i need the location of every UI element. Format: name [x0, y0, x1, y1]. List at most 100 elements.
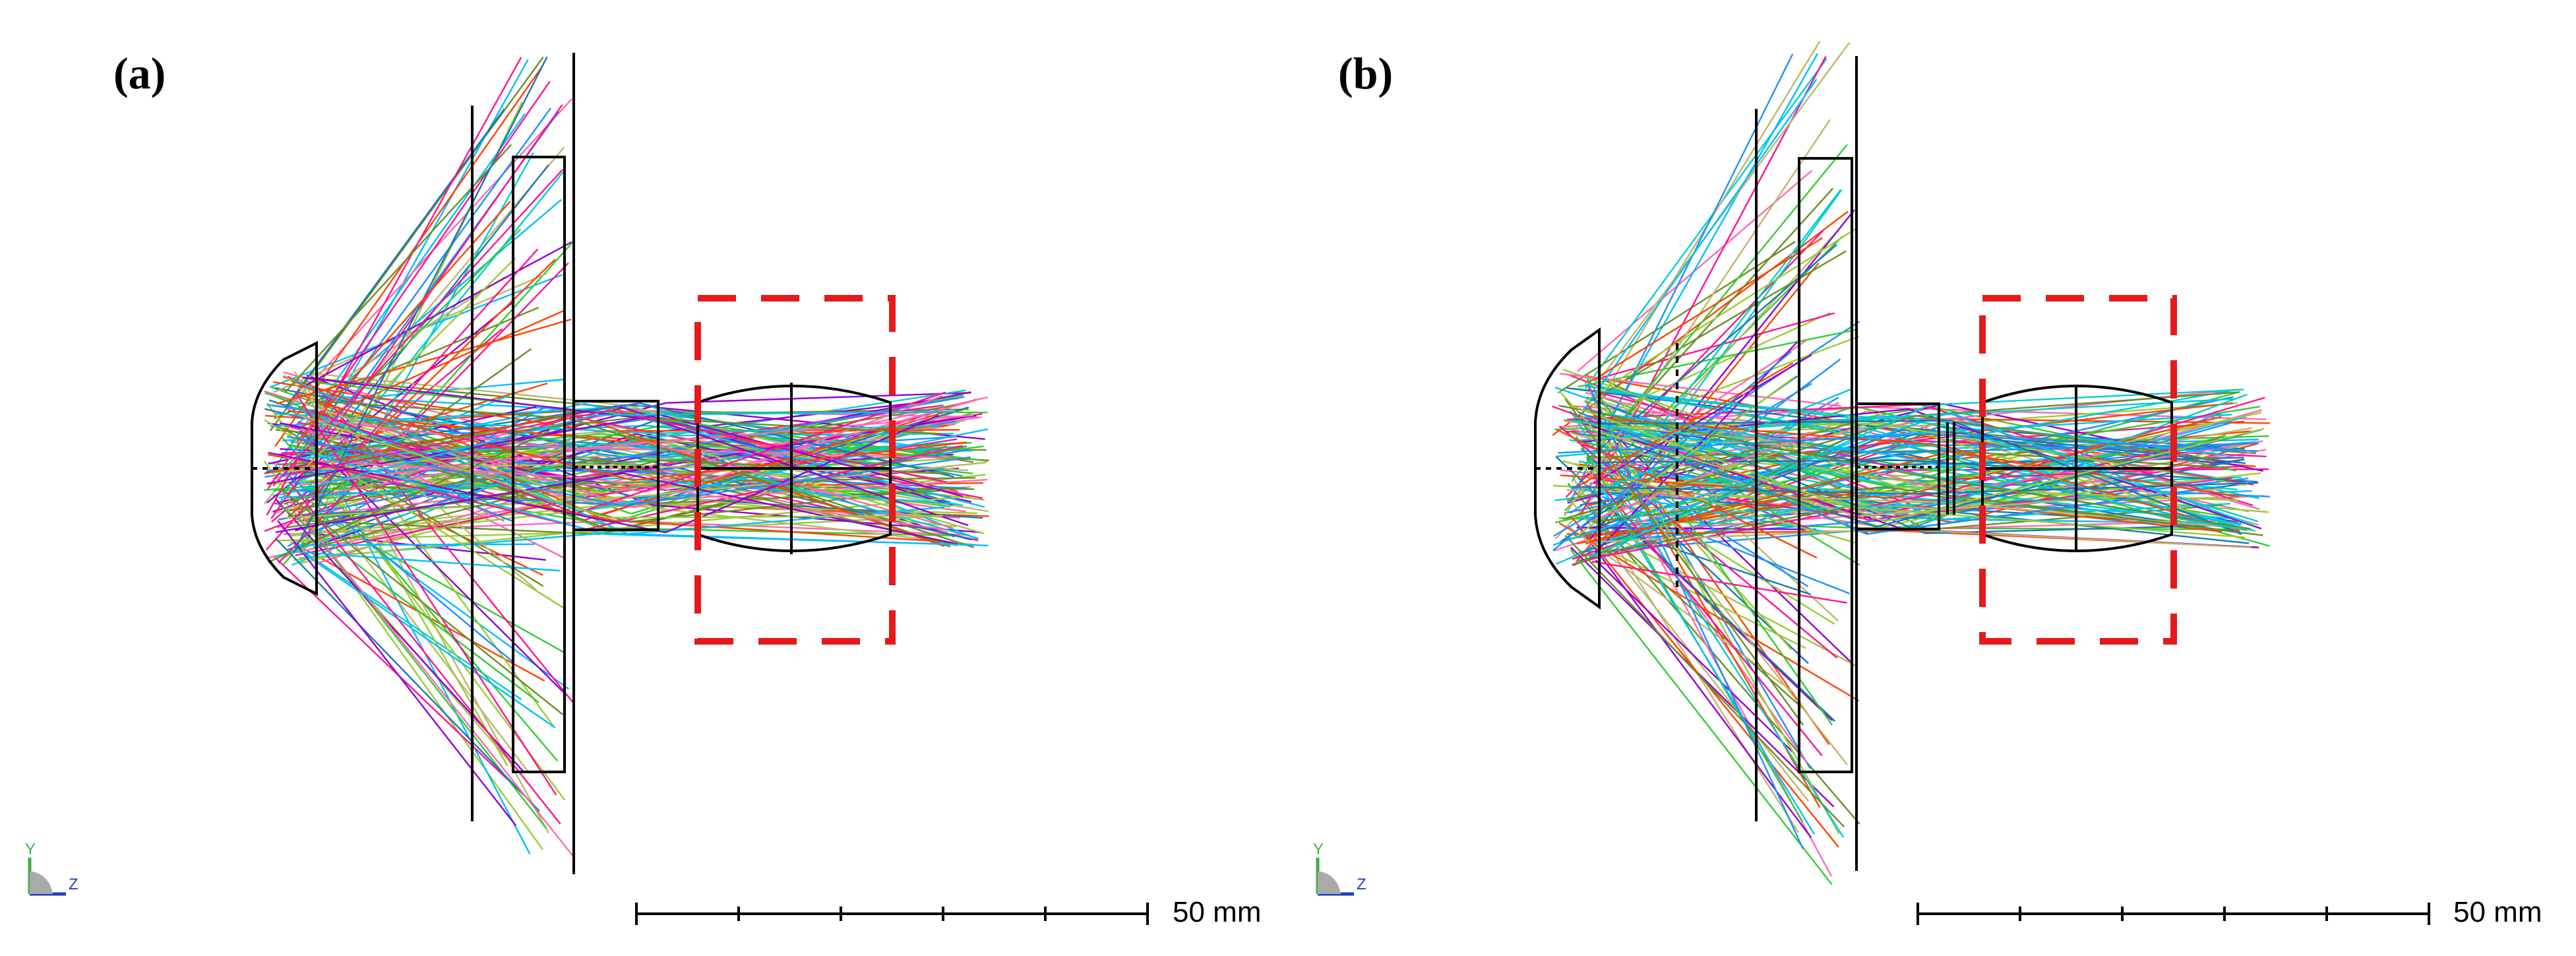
ray	[300, 441, 647, 486]
highlight-box	[1979, 295, 2177, 645]
ray	[606, 412, 988, 462]
ray	[276, 463, 581, 471]
ray	[1585, 528, 1897, 544]
ray	[287, 468, 522, 503]
ray	[1950, 420, 2242, 535]
scale-bar	[635, 903, 1149, 925]
ray	[280, 490, 574, 857]
ray	[1587, 250, 1847, 404]
ray	[1555, 456, 1836, 722]
panel-label: (a)	[113, 48, 166, 98]
ray	[646, 433, 954, 437]
ray	[290, 409, 609, 475]
ray	[290, 501, 639, 537]
ray	[625, 449, 969, 506]
ray	[623, 456, 971, 507]
ray	[586, 447, 949, 459]
ray	[313, 459, 659, 549]
ray	[665, 392, 971, 404]
ray	[276, 318, 572, 405]
ray	[1587, 389, 1942, 481]
ray	[291, 550, 560, 572]
ray	[1872, 389, 2238, 454]
ray	[305, 241, 572, 386]
ray	[663, 441, 985, 534]
ray	[1592, 237, 1824, 381]
ray	[1574, 415, 1874, 454]
ray	[1571, 144, 1848, 482]
ray	[632, 441, 967, 482]
ray	[631, 442, 979, 540]
ray	[312, 433, 602, 463]
ray	[1558, 426, 1838, 659]
plate	[512, 156, 566, 773]
ray	[1583, 422, 1903, 530]
ray	[574, 414, 974, 451]
panel-a: (a) Y Z	[25, 48, 1261, 928]
y-axis-label: Y	[25, 841, 36, 858]
ray-trace-diagram: Y Z	[25, 53, 1149, 925]
ray	[1882, 486, 2263, 536]
ray	[303, 382, 548, 456]
z-axis-label: Z	[1357, 876, 1366, 893]
ray	[1560, 373, 1841, 407]
plate	[1798, 157, 1853, 773]
ray	[646, 398, 978, 493]
ray	[1586, 449, 1943, 459]
ray	[1595, 559, 1795, 755]
ray	[287, 435, 623, 507]
ray	[1936, 430, 2252, 462]
ray	[1591, 561, 1847, 604]
ray	[1558, 433, 1928, 454]
ray	[1866, 486, 2221, 535]
ray	[274, 306, 539, 420]
scale-bar	[1917, 903, 2430, 925]
ray	[1558, 404, 1931, 479]
panel-label: (b)	[1338, 48, 1394, 98]
ray	[1584, 57, 1827, 389]
ray	[289, 445, 537, 484]
ray	[266, 57, 522, 516]
ray	[274, 412, 654, 435]
ray	[1576, 526, 1817, 530]
ray	[1589, 466, 1816, 835]
ray	[1564, 398, 1804, 726]
ray	[292, 414, 596, 493]
ray	[269, 56, 544, 431]
ray	[1583, 374, 1833, 726]
ray	[605, 515, 944, 519]
panel-b: (b) Y Z	[1288, 0, 2576, 956]
ray	[1553, 383, 1812, 537]
ray	[1588, 404, 1930, 558]
ray	[1587, 312, 1835, 383]
ray	[655, 419, 969, 526]
ray	[301, 474, 531, 775]
ray	[615, 520, 946, 543]
ray	[277, 520, 517, 827]
ray	[1552, 412, 1949, 546]
barrel-lens	[696, 385, 892, 552]
ray	[280, 488, 564, 715]
ray	[1950, 393, 2248, 504]
ray	[311, 409, 577, 515]
ray	[268, 430, 549, 563]
ray	[1583, 79, 1818, 411]
ray	[639, 402, 954, 478]
ray	[315, 400, 568, 420]
ray	[284, 108, 505, 408]
ray	[1604, 390, 1941, 426]
z-axis-label: Z	[69, 876, 78, 893]
ray	[1906, 459, 2257, 483]
ray	[276, 502, 539, 703]
ray	[1589, 490, 1951, 560]
dome-lens	[1534, 327, 1601, 610]
ray	[287, 426, 597, 505]
axis-triad: Y Z	[1313, 841, 1366, 896]
ray	[273, 447, 609, 514]
ray	[265, 248, 539, 551]
ray	[301, 417, 635, 456]
y-axis-label: Y	[1313, 841, 1324, 858]
axis-triad: Y Z	[25, 841, 78, 896]
ray	[659, 414, 964, 497]
ray	[654, 494, 956, 528]
